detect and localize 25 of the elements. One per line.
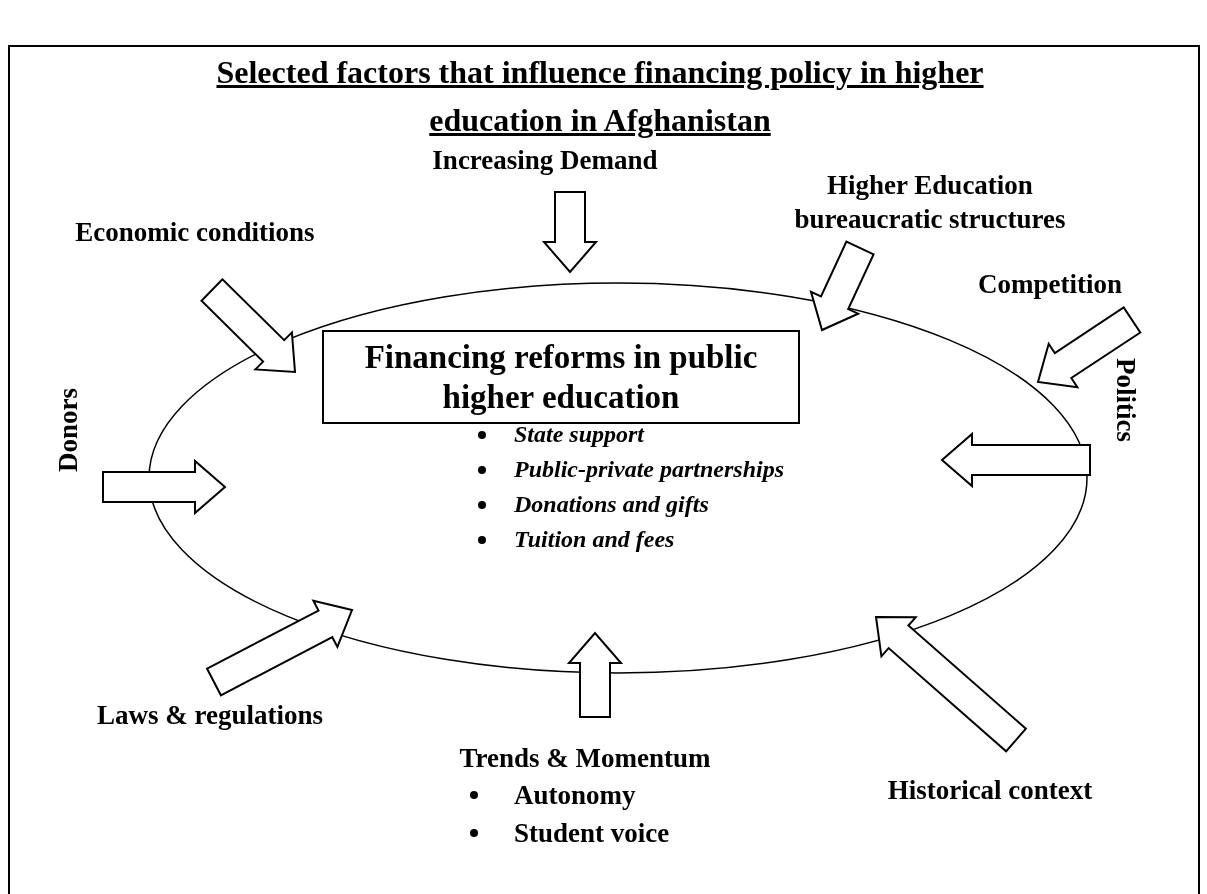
- factor-label: Higher Education bureaucratic structures: [760, 166, 1100, 238]
- block-arrow: [940, 431, 1091, 489]
- factor-label: Increasing Demand: [400, 140, 690, 180]
- title-box: Financing reforms in public higher education: [322, 330, 800, 424]
- block-arrow: [566, 631, 624, 718]
- bullet-item: Tuition and fees: [514, 525, 675, 554]
- factor-label: Laws & regulations: [60, 695, 360, 735]
- factor-label: Politics: [1106, 332, 1146, 468]
- factor-label: Historical context: [845, 770, 1135, 810]
- factor-label: Donors: [48, 362, 88, 498]
- bullet-item: Student voice: [514, 817, 670, 850]
- block-arrow: [200, 277, 297, 374]
- bullet-item: Autonomy: [514, 779, 636, 812]
- factor-label: Trends & Momentum: [459, 742, 711, 775]
- block-arrow: [205, 599, 354, 697]
- block-arrow: [541, 191, 599, 274]
- block-arrow: [809, 240, 875, 332]
- factor-label: Competition: [955, 264, 1145, 304]
- block-arrow: [102, 458, 227, 516]
- bullet-item: Donations and gifts: [514, 490, 709, 519]
- diagram-title: Selected factors that influence financing policy in higher education in Afghanistan: [215, 53, 985, 140]
- factor-label: Economic conditions: [40, 212, 350, 252]
- block-arrow: [874, 616, 1028, 753]
- block-arrow: [1036, 306, 1142, 389]
- bullet-item: Public-private partnerships: [514, 455, 784, 484]
